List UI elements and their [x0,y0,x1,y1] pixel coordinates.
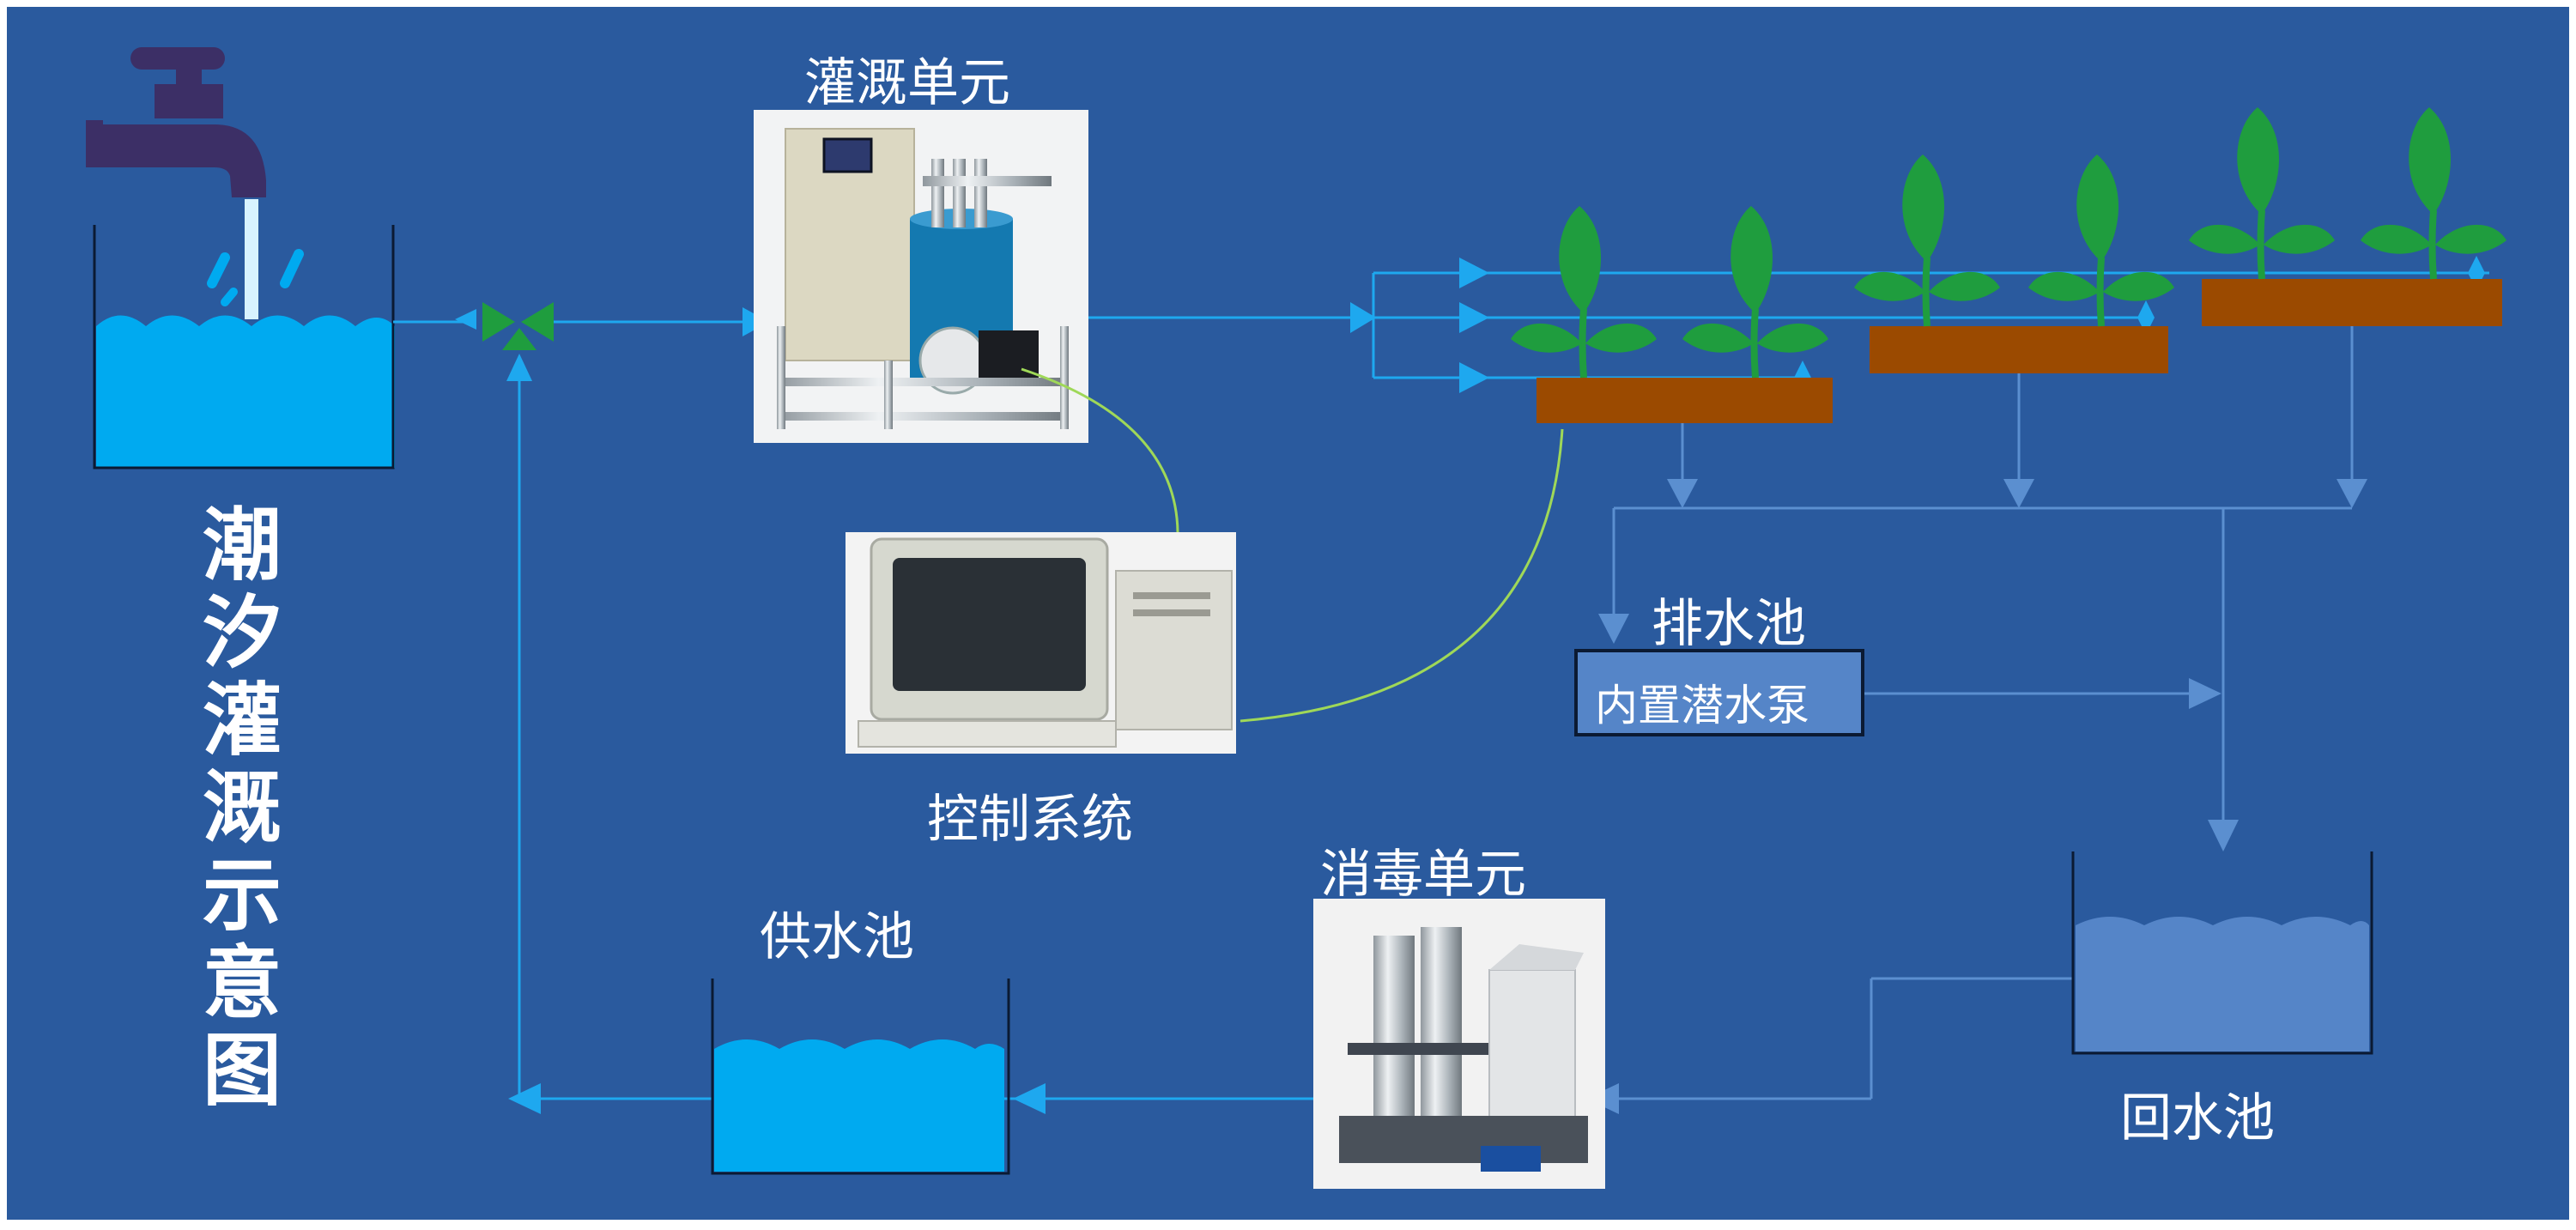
valve-icon [482,302,554,350]
title-char: 图 [202,1025,282,1117]
title-char: 灌 [202,675,282,766]
diagram-title: 潮汐灌溉示意图 [191,502,294,1115]
return-pool [2071,851,2373,1055]
disinfection-unit-label: 消毒单元 [1320,845,1526,905]
control-signal-lines [1021,367,1564,723]
plant-bed-1 [1537,378,1833,423]
plant-bed-2 [1870,326,2168,373]
plant-icon [1854,155,2000,327]
plant-icon [2361,107,2506,280]
drainage-flow-lines [1612,326,2354,1100]
supply-pool [711,979,1010,1175]
title-char: 溉 [202,762,282,854]
return-pool-label: 回水池 [2120,1088,2275,1148]
source-water [96,315,395,468]
source-tank [93,199,395,470]
title-char: 汐 [202,587,282,679]
water-stream [245,199,258,319]
plant-icon [1682,206,1828,379]
control-system-label: 控制系统 [927,790,1133,850]
disinfection-machine-image [1313,899,1605,1189]
title-char: 示 [202,850,282,942]
computer-image [846,532,1236,754]
drain-pool-label: 排水池 [1652,594,1806,654]
irrigation-unit-label: 灌溉单元 [804,53,1010,113]
submersible-pump-box [1574,649,1864,736]
plant-icons [1511,107,2506,379]
title-char: 潮 [202,500,282,591]
title-char: 意 [202,937,282,1029]
plant-bed-3 [2202,279,2502,326]
submersible-pump-label: 内置潜水泵 [1595,681,1809,730]
irrigation-machine-image [754,110,1088,443]
faucet-icon [86,47,266,197]
plant-icon [1511,206,1657,379]
plant-icon [2028,155,2174,327]
supply-pool-label: 供水池 [760,907,914,967]
plant-icon [2189,107,2335,280]
drainage-arrowheads [1586,479,2367,1114]
